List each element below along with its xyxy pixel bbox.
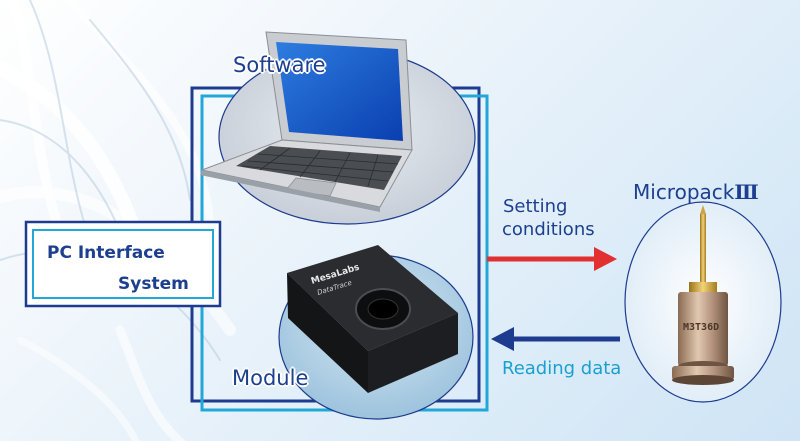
micropack-label: MicropackⅢ xyxy=(633,180,759,204)
laptop-icon xyxy=(200,31,413,212)
software-label: Software xyxy=(233,53,326,77)
reading-label: Reading data xyxy=(502,358,622,379)
pc-interface-box-inner xyxy=(32,229,214,299)
setting-arrow xyxy=(487,247,617,271)
logger-code: M3T36D xyxy=(683,322,719,333)
pc-interface-label-line1: PC Interface xyxy=(47,243,165,263)
reading-arrow xyxy=(491,327,620,351)
module-label: Module xyxy=(232,366,309,390)
pc-interface-label-line2: System xyxy=(118,274,189,294)
micropack-numeral: Ⅲ xyxy=(734,180,758,204)
micropack-logger-icon: M3T36D xyxy=(672,205,734,385)
micropack-name: Micropack xyxy=(633,180,735,204)
setting-label-line2: conditions xyxy=(502,219,595,240)
interface-module-icon: MesaLabs DataTrace xyxy=(287,245,458,393)
setting-label-line1: Setting xyxy=(503,196,568,217)
